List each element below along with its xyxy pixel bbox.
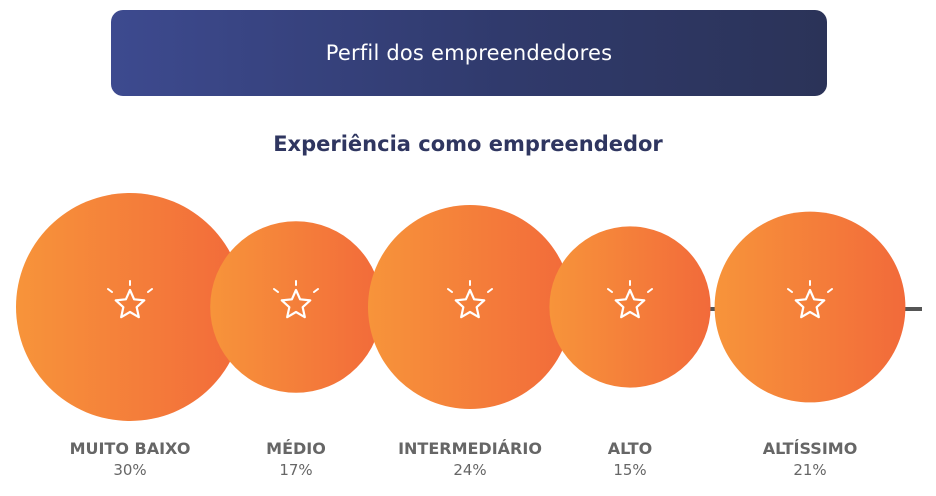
value-label: 21% [793, 461, 826, 479]
category-label: MUITO BAIXO [70, 439, 191, 458]
header-title: Perfil dos empreendedores [325, 41, 613, 65]
value-label: 24% [453, 461, 486, 479]
value-label: 15% [613, 461, 646, 479]
bubble-1 [16, 193, 244, 421]
category-label: INTERMEDIÁRIO [398, 439, 542, 458]
star-icon [607, 280, 653, 319]
header-banner: Perfil dos empreendedores [111, 10, 827, 96]
value-label: 17% [279, 461, 312, 479]
star-icon [787, 280, 833, 319]
category-label: MÉDIO [266, 439, 326, 458]
bubble-2 [210, 221, 382, 393]
value-label: 30% [113, 461, 146, 479]
star-icon [273, 280, 319, 319]
bubble-3 [368, 205, 572, 409]
bubble-5 [714, 211, 906, 403]
chart-title: Experiência como empreendedor [273, 132, 663, 156]
category-label: ALTÍSSIMO [763, 439, 858, 458]
star-icon [107, 280, 153, 319]
star-icon [447, 280, 493, 319]
category-label: ALTO [608, 439, 652, 458]
bubble-4 [549, 226, 711, 388]
